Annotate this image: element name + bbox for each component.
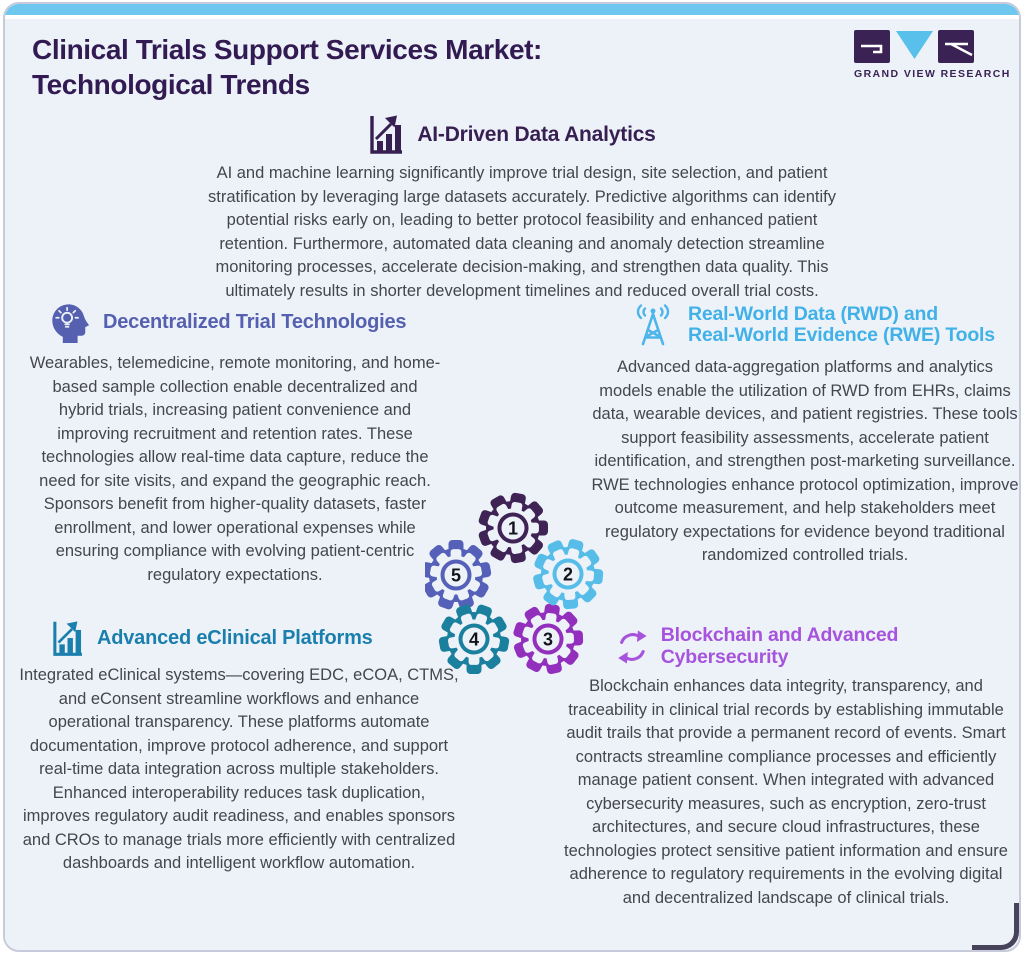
section-eclinical-title: Advanced eClinical Platforms	[97, 626, 373, 649]
page-title: Clinical Trials Support Services Market:…	[32, 32, 542, 102]
gear-1: 1	[478, 492, 548, 564]
section-blockchain-title: Blockchain and Advanced Cybersecurity	[660, 624, 899, 668]
gear-1-number: 1	[508, 519, 518, 539]
bar-chart-growth-icon	[370, 115, 403, 154]
gear-5: 5	[425, 540, 492, 610]
section-decentralized-body: Wearables, telemedicine, remote monitori…	[29, 354, 441, 584]
section-ai-title: AI-Driven Data Analytics	[417, 122, 656, 146]
gear-4: 4	[438, 604, 510, 674]
gvr-logo-icon	[854, 30, 974, 63]
section-decentralized-header: Decentralized Trial Technologies	[49, 302, 407, 344]
section-rwd-title-line1: Real-World Data (RWD) and	[688, 302, 938, 325]
radio-tower-icon	[636, 304, 670, 346]
gear-2: 2	[533, 539, 604, 610]
logo-wordmark: GRAND VIEW RESEARCH	[854, 68, 1011, 80]
card-body: Clinical Trials Support Services Market:…	[5, 19, 1019, 950]
section-rwd-body: Advanced data-aggregation platforms and …	[591, 358, 1019, 564]
page-title-line2: Technological Trends	[32, 69, 310, 100]
section-rwd-title-line2: Real-World Evidence (RWE) Tools	[688, 324, 995, 346]
section-decentralized-title: Decentralized Trial Technologies	[103, 311, 407, 334]
gears-icon: 5	[425, 492, 604, 675]
gear-3-number: 3	[543, 630, 553, 650]
head-lightbulb-icon	[52, 304, 90, 344]
section-rwd-header: Real-World Data (RWD) and Real-World Evi…	[631, 302, 995, 348]
top-accent-bar	[5, 4, 1019, 15]
section-eclinical-body: Integrated eClinical systems—covering ED…	[19, 666, 459, 872]
gear-4-number: 4	[469, 630, 479, 650]
infographic-card: Clinical Trials Support Services Market:…	[3, 2, 1021, 952]
section-ai-body: AI and machine learning significantly im…	[208, 164, 836, 300]
page-title-line1: Clinical Trials Support Services Market:	[32, 34, 542, 65]
bar-chart-growth-icon	[53, 621, 82, 656]
section-ai-header: AI-Driven Data Analytics	[5, 114, 1019, 155]
section-blockchain-header: Blockchain and Advanced Cybersecurity	[614, 624, 1019, 668]
gear-3: 3	[513, 603, 584, 675]
corner-shadow	[972, 903, 1019, 950]
grand-view-research-logo: GRAND VIEW RESEARCH	[854, 30, 1011, 80]
section-blockchain-body: Blockchain enhances data integrity, tran…	[564, 677, 1008, 907]
section-eclinical-header: Advanced eClinical Platforms	[51, 620, 373, 657]
gear-cluster-diagram: 5	[425, 482, 617, 698]
circular-arrows-icon	[618, 629, 647, 664]
gear-2-number: 2	[563, 565, 573, 585]
section-rwd-title: Real-World Data (RWD) and Real-World Evi…	[688, 302, 995, 347]
gear-5-number: 5	[451, 566, 461, 586]
